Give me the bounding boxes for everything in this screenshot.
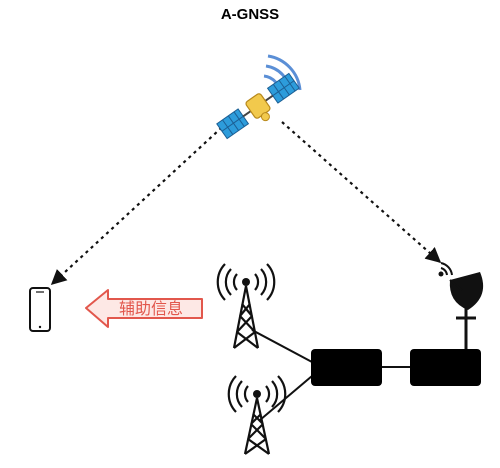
server-box-left <box>311 349 382 386</box>
satellite-icon <box>216 54 302 140</box>
cell-tower-icon <box>216 263 276 349</box>
satellite-to-dish-link <box>281 121 442 264</box>
tower-top-link <box>251 329 313 363</box>
smartphone-icon <box>29 287 51 332</box>
diagram-title: A-GNSS <box>220 6 280 23</box>
server-box-right <box>410 349 481 386</box>
assist-info-arrow: 辅助信息 <box>85 289 203 328</box>
satellite-to-phone-link <box>50 117 233 286</box>
cell-tower-icon <box>227 375 287 455</box>
tower-bottom-link <box>259 375 313 421</box>
assist-info-label: 辅助信息 <box>119 299 183 318</box>
satellite-dish-icon <box>438 262 484 349</box>
